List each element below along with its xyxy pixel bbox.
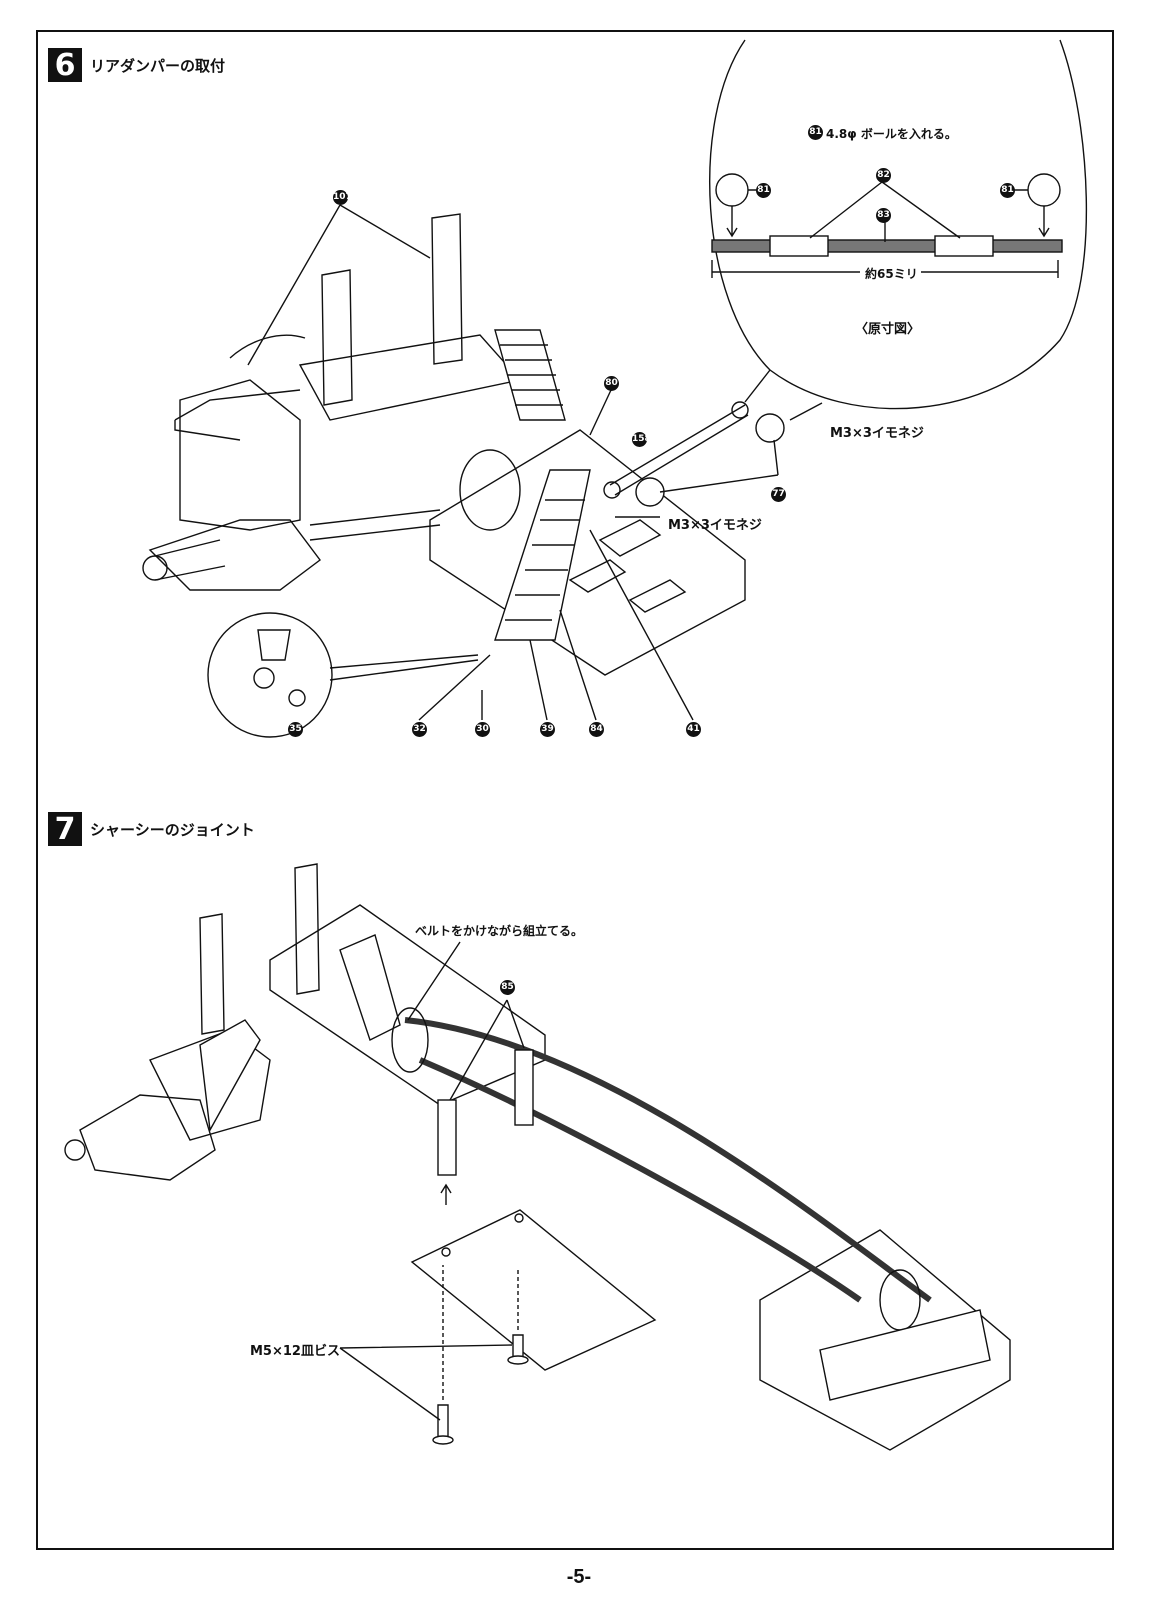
post-85-right [514,1049,534,1126]
page-frame [36,30,1114,1550]
chassis-rear [759,1229,1011,1451]
part-39: 39 [540,722,555,737]
ball-note: 4.8φ ボールを入れる。 [826,127,957,141]
part-81-right: 81 [1000,183,1015,198]
scale-label: 〈原寸図〉 [855,322,921,337]
part-41: 41 [686,722,701,737]
part-32: 32 [412,722,427,737]
part-107: 107 [333,190,352,205]
part-85: 85 [500,980,515,995]
step-number-7: 7 [48,812,82,847]
part-30: 30 [475,722,490,737]
chassis-plate [429,429,746,676]
screw-label-lower: M3×3イモネジ [668,518,762,533]
gearbox-front [79,1094,216,1181]
clip-pin [229,334,306,359]
length-label: 約65ミリ [862,265,921,282]
screw-label-m5: M5×12皿ビス [250,1344,340,1359]
rod-end-left [769,235,829,257]
inset-circle [207,612,333,738]
part-81-note: 81 [808,125,823,140]
part-35: 35 [288,722,303,737]
part-158: 158 [632,432,651,447]
section-7-header: 7 シャーシーのジョイント [48,812,255,847]
part-81-left: 81 [756,183,771,198]
screw-label-upper: M3×3イモネジ [830,426,924,441]
callout-pointer [744,369,771,403]
belt-note: ベルトをかけながら組立てる。 [415,924,584,938]
belt-upper [404,1017,932,1303]
part-82: 82 [876,168,891,183]
belt-lower [418,1057,862,1303]
screw-left [437,1404,449,1441]
joint-plate [410,1209,657,1371]
rod-end-right [934,235,994,257]
rear-damper-lower [494,469,591,641]
collar-upper [755,413,785,443]
callout-circle [709,39,1088,410]
post-85-left [437,1099,457,1176]
page-number: -5- [566,1566,592,1588]
section-7-title: シャーシーのジョイント [90,820,255,839]
step-number-6: 6 [48,48,82,83]
part-77: 77 [771,487,786,502]
section-6-title: リアダンパーの取付 [90,56,226,75]
gearbox [148,519,321,591]
part-84: 84 [589,722,604,737]
section-6-header: 6 リアダンパーの取付 [48,48,226,83]
turnbuckle-main [609,404,749,496]
part-80: 80 [604,376,619,391]
part-83: 83 [876,208,891,223]
shock-tower-right [431,213,463,365]
